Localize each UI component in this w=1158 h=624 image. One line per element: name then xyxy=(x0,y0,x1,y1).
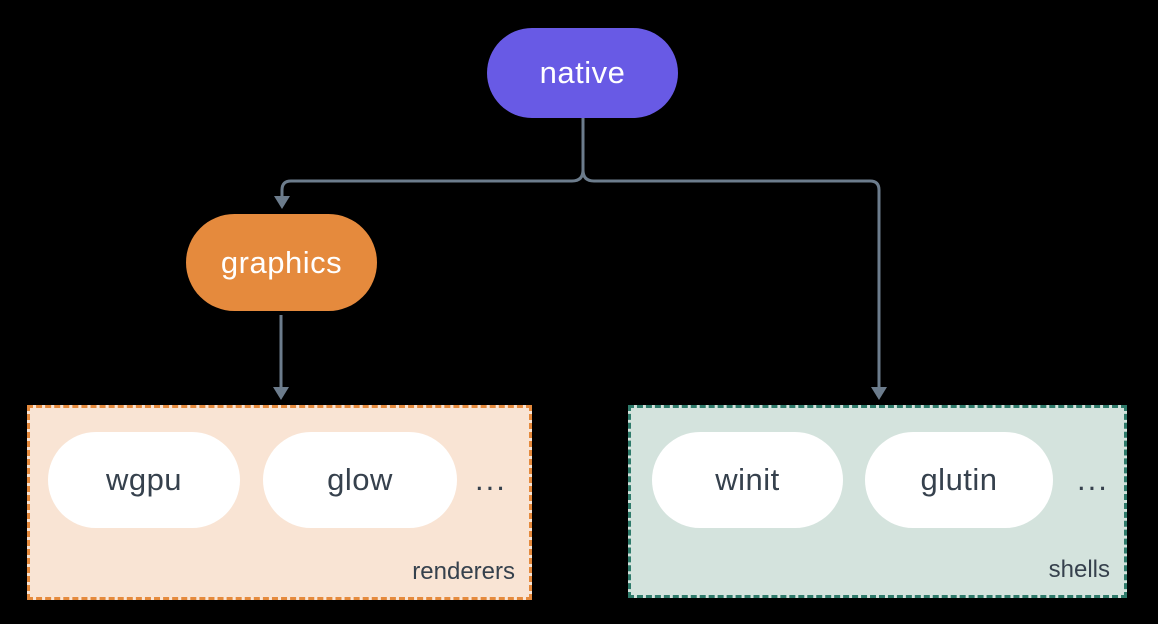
item-winit-label: winit xyxy=(715,462,780,497)
item-winit: winit xyxy=(652,432,843,528)
arrowhead-graphics-icon xyxy=(274,196,290,209)
item-glutin-label: glutin xyxy=(920,462,998,497)
edge-native-to-shells xyxy=(581,118,881,388)
node-graphics-label: graphics xyxy=(220,244,343,280)
edge-native-to-graphics xyxy=(280,118,585,197)
group-shells-label: shells xyxy=(1048,556,1110,583)
node-native-label: native xyxy=(539,55,626,90)
renderers-ellipsis: ... xyxy=(475,462,507,497)
group-renderers-label: renderers xyxy=(412,558,515,585)
arrowhead-shells-icon xyxy=(871,387,887,400)
node-native: native xyxy=(487,28,678,118)
item-glow-label: glow xyxy=(327,462,393,497)
shells-ellipsis: ... xyxy=(1077,462,1109,497)
item-glow: glow xyxy=(263,432,457,528)
item-glutin: glutin xyxy=(865,432,1053,528)
arrowhead-renderers-icon xyxy=(273,387,289,400)
item-wgpu-label: wgpu xyxy=(105,462,183,497)
node-graphics: graphics xyxy=(186,214,377,311)
item-wgpu: wgpu xyxy=(48,432,240,528)
